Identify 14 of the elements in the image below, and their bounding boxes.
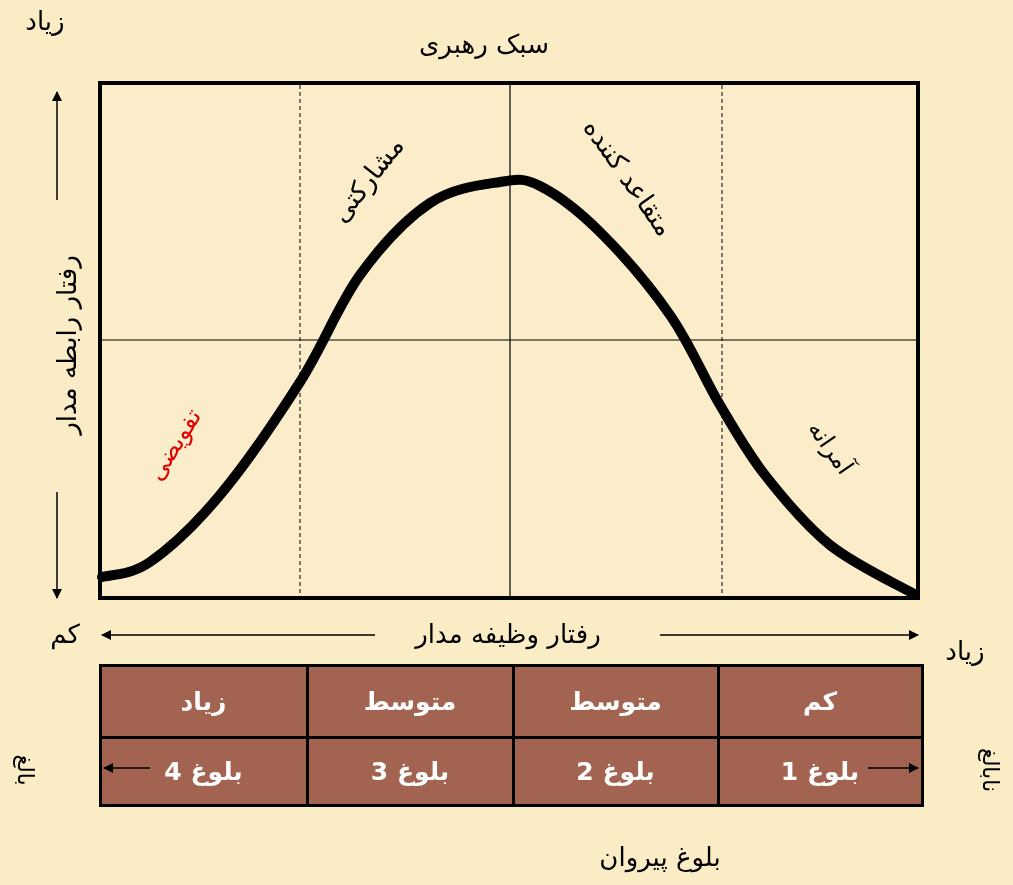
side-label: نابالغ: [977, 747, 1003, 793]
table-cell: زیاد: [98, 663, 309, 739]
axis-end-label: زیاد: [25, 7, 65, 37]
axis-label: رفتار رابطه مدار: [53, 255, 83, 435]
style-label: آمرانه: [801, 415, 859, 481]
axis-label: رفتار وظیفه مدار: [415, 620, 601, 650]
style-label: متقاعد کننده: [576, 113, 680, 243]
axis-label: بلوغ پیروان: [599, 843, 721, 873]
style-label: مشارکتی: [325, 131, 411, 229]
axis-end-label: زیاد: [945, 637, 985, 667]
style-label: تفویضی: [142, 404, 208, 486]
chart-title: سبک رهبری: [419, 30, 549, 60]
side-label: بالغ: [12, 754, 38, 786]
axis-end-label: کم: [50, 620, 80, 650]
